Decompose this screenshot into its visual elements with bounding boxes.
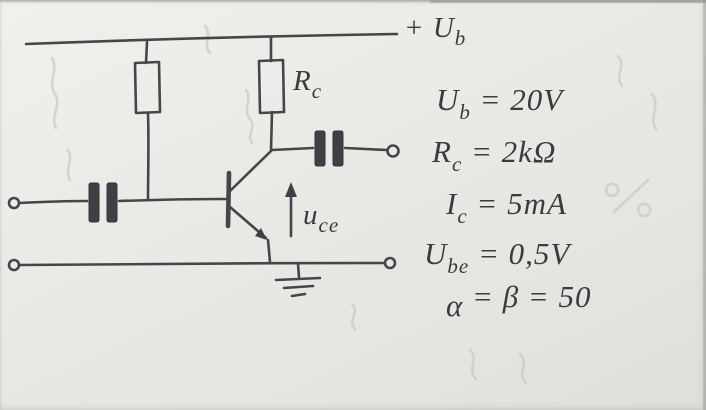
output-wire — [343, 146, 389, 152]
paper-top-edge-right — [430, 0, 706, 3]
supply-voltage-label: + Ub — [404, 12, 466, 50]
rc-resistor-body — [257, 58, 286, 115]
given-value-ube: Ube = 0,5V — [424, 236, 572, 278]
transistor-collector-lead — [228, 149, 273, 193]
given-value-ub: Ub = 20V — [436, 82, 565, 124]
uce-arrow — [285, 182, 297, 238]
output-terminal — [386, 144, 400, 158]
given-value-alpha-beta: α = β = 50 — [446, 279, 592, 323]
bleed-through-marks — [50, 24, 658, 385]
transistor-npn — [225, 149, 273, 264]
input-wire — [17, 199, 89, 205]
rc-bottom-wire — [269, 110, 274, 152]
paper-right-edge — [703, 0, 706, 410]
output-coupling-capacitor — [314, 130, 344, 167]
input-terminal — [7, 196, 21, 210]
given-value-ic: Ic = 5mA — [445, 186, 567, 228]
bottom-rail-wire — [17, 261, 386, 267]
bottom-right-terminal — [383, 256, 397, 270]
given-values: Ub = 20V Rc = 2kΩ Ic = 5mA Ube = 0,5V α … — [424, 82, 592, 323]
ground-symbol — [274, 262, 322, 298]
input-coupling-capacitor — [88, 182, 118, 223]
given-value-rc: Rc = 2kΩ — [431, 134, 556, 176]
transistor-base-bar — [225, 170, 232, 229]
emitter-to-ground-wire — [266, 238, 272, 264]
circuit-diagram — [7, 32, 400, 298]
rc-label: Rc — [292, 65, 322, 103]
base-wire — [117, 197, 228, 203]
bias-resistor-body — [133, 60, 162, 115]
bias-resistor-top-wire — [144, 40, 149, 65]
collector-output-wire — [270, 146, 315, 152]
uce-label: uce — [303, 199, 339, 237]
paper-top-edge — [0, 0, 706, 2]
bottom-left-terminal — [7, 258, 21, 272]
emitter-arrowhead — [255, 228, 267, 240]
supply-rail-wire — [24, 32, 399, 46]
